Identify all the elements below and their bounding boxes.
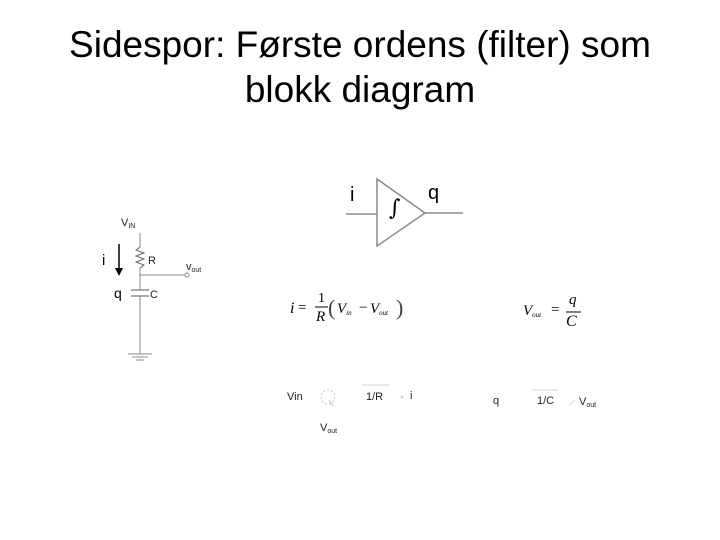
summing-junction xyxy=(320,389,336,405)
integrator-block xyxy=(346,177,463,248)
eq2-denominator: C xyxy=(566,313,577,330)
eq1-vin: Vin xyxy=(337,301,352,317)
eq1-lhs: i xyxy=(290,300,295,317)
eq1-equals: = xyxy=(298,300,307,316)
slide-title: Sidespor: Første ordens (filter) som blo… xyxy=(0,22,720,112)
eq1-minus: − xyxy=(359,300,368,316)
eq2-lhs: Vout xyxy=(523,303,542,319)
vout-terminal xyxy=(184,272,190,278)
eq1-vout: Vout xyxy=(370,301,389,317)
capacitor-label: C xyxy=(150,289,158,301)
eq1-open-paren: ( xyxy=(328,295,336,320)
charge-label: q xyxy=(114,285,122,301)
eq2-equals: = xyxy=(551,302,560,318)
vin-label: VIN xyxy=(121,217,136,230)
title-line-2: blokk diagram xyxy=(244,69,476,110)
block2-input-label: q xyxy=(493,395,500,407)
resistor-symbol xyxy=(134,246,146,269)
eq1-denominator: R xyxy=(316,309,326,325)
resistor-label: R xyxy=(148,255,156,267)
block1-gain-label: 1/R xyxy=(366,391,384,403)
block1-vin-label: Vin xyxy=(287,391,303,403)
integrator-input-label: i xyxy=(350,184,355,206)
integral-symbol: ∫ xyxy=(389,196,401,221)
block2-gain-label: 1/C xyxy=(537,395,555,407)
vout-label: vout xyxy=(186,261,202,274)
eq1-close-paren: ) xyxy=(396,295,404,320)
title-line-1: Sidespor: Første ordens (filter) som xyxy=(69,24,651,65)
current-label: i xyxy=(102,252,106,269)
block1-feedback-label: Vout xyxy=(320,422,338,435)
rc-circuit xyxy=(115,233,190,361)
block1-output-label: i xyxy=(410,390,413,402)
eq2-numerator: q xyxy=(569,292,577,308)
block2-output-label: Vout xyxy=(579,396,597,409)
integrator-output-label: q xyxy=(428,182,440,204)
eq1-numerator: 1 xyxy=(318,291,325,306)
block-diagram-lines xyxy=(320,384,576,407)
